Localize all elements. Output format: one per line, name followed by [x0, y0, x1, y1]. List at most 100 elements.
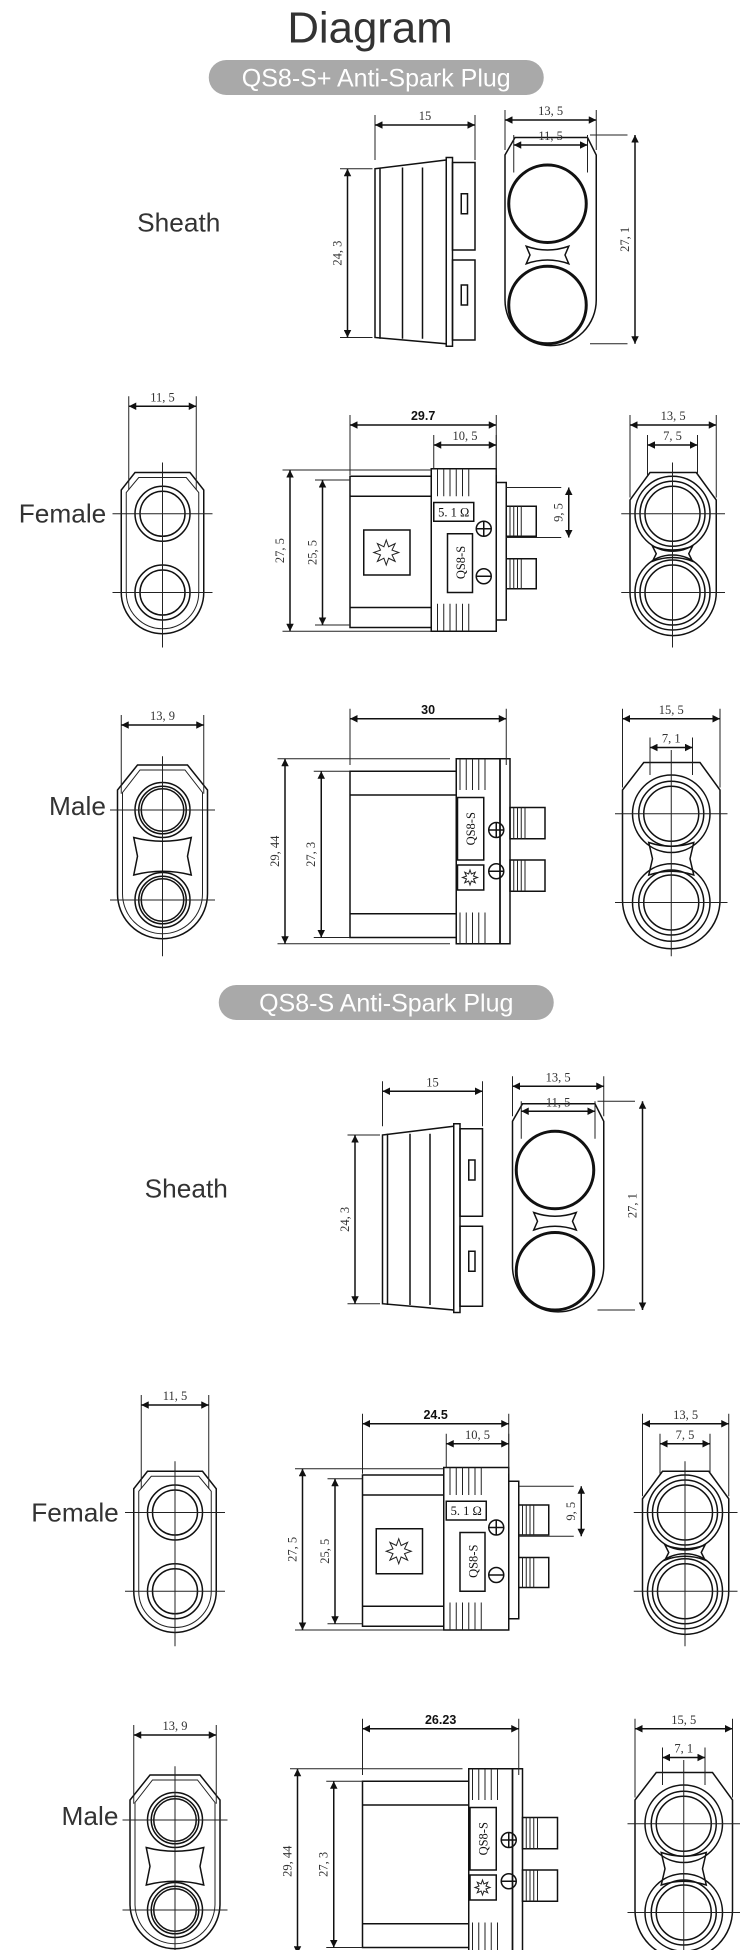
dimension-value: 13, 9 — [163, 1719, 188, 1733]
rear-outline — [621, 761, 721, 950]
dimension-value: 26.23 — [425, 1713, 456, 1727]
dim-side-length: 30 — [349, 703, 507, 765]
connector-pin — [509, 806, 546, 840]
negative-terminal-icon — [475, 568, 492, 585]
front-outline — [129, 1774, 221, 1950]
model-tag — [459, 1531, 486, 1592]
dim-sheath-inner-width: 11, 5 — [513, 129, 588, 173]
male-front-view — [122, 1766, 228, 1950]
connector-pin — [521, 1869, 559, 1902]
rear-plate — [499, 758, 511, 945]
dim-rear-inner-width: 7, 5 — [647, 429, 698, 475]
male-front-view — [110, 756, 215, 957]
separator-notch — [524, 244, 571, 266]
model-tag — [469, 1806, 497, 1871]
section-title: QS8-S Anti-Spark Plug — [259, 989, 513, 1017]
sheath-flange — [453, 1123, 461, 1314]
sheath-block — [451, 161, 476, 251]
dimension-value: 7, 1 — [674, 1742, 693, 1756]
spark-logo-icon — [460, 868, 480, 887]
sheath-block — [459, 1128, 484, 1217]
dimension-value: 10, 5 — [453, 429, 478, 443]
positive-terminal-icon — [488, 1519, 505, 1536]
dim-sheath-outer-width: 13, 5 — [512, 1070, 605, 1117]
connector-pin — [521, 1816, 559, 1850]
dimension-value: 7, 5 — [676, 1428, 695, 1442]
dimension-value: 13, 5 — [673, 1408, 698, 1422]
housing-body — [349, 475, 432, 629]
model-label: QS8-S — [464, 812, 478, 845]
connector-pin — [505, 505, 537, 537]
socket-hole — [507, 264, 588, 346]
housing-body — [361, 1474, 445, 1627]
dimension-value: 15, 5 — [659, 703, 684, 717]
sheath-block — [451, 259, 476, 341]
dim-sheath-height-front: 27, 1 — [597, 1100, 647, 1311]
dim-block-length: 10, 5 — [445, 1428, 510, 1468]
rear-plate — [511, 1768, 524, 1950]
sheath-label: Sheath — [137, 207, 220, 237]
sheath-side-view — [374, 156, 476, 347]
separator-notch — [650, 544, 695, 563]
sheath-body — [381, 1125, 455, 1311]
front-inner-outline — [138, 1475, 212, 1628]
connector-pin — [518, 1504, 550, 1536]
dimension-value: 13, 5 — [538, 104, 563, 118]
dimension-value: 15, 5 — [671, 1713, 696, 1727]
dim-sheath-height: 24, 3 — [338, 1134, 380, 1305]
model-label: QS8-S — [477, 1822, 491, 1855]
dim-outer-height: 27, 5 — [273, 469, 432, 632]
dim-front-width: 13, 9 — [120, 709, 205, 794]
connector-pin — [509, 859, 546, 892]
dimension-value: 24, 3 — [330, 241, 344, 266]
pin-body — [509, 806, 546, 840]
negative-terminal-icon — [488, 1566, 505, 1584]
logo-box — [469, 1874, 497, 1901]
female-label: Female — [31, 1497, 119, 1527]
dim-sheath-width: 15 — [382, 1075, 483, 1127]
dim-rear-outer-width: 15, 5 — [634, 1713, 733, 1798]
separator-notch — [660, 1851, 708, 1887]
dimension-value: 13, 5 — [546, 1070, 571, 1084]
pill-background — [208, 60, 544, 95]
dimension-value: 27, 5 — [273, 538, 287, 563]
dimension-value: 27, 5 — [285, 1537, 299, 1562]
separator-notch — [532, 1211, 578, 1232]
resistor-tag — [433, 501, 475, 522]
dimension-value: 13, 9 — [150, 709, 175, 723]
separator-notch — [663, 1543, 707, 1562]
sheath-flange — [445, 156, 454, 347]
dimension-value: 25, 5 — [318, 1539, 332, 1564]
latch-slot — [468, 1159, 476, 1181]
front-outline — [120, 471, 205, 635]
female-label: Female — [19, 499, 107, 529]
sheath-front-view — [504, 136, 597, 347]
rear-plate — [508, 1480, 520, 1620]
front-outline — [116, 764, 209, 940]
pill-background — [218, 985, 554, 1020]
sheath-side-view — [381, 1123, 484, 1314]
dimension-value: 24, 3 — [338, 1207, 352, 1232]
dim-rear-inner-width: 7, 5 — [659, 1428, 711, 1474]
separator-notch — [145, 1846, 205, 1887]
dim-pin-spacing: 9, 5 — [518, 1485, 585, 1537]
dimension-value: 11, 5 — [163, 1389, 188, 1403]
spark-logo-icon — [473, 1878, 492, 1897]
front-outline — [133, 1470, 217, 1634]
dimension-value: 15 — [426, 1075, 439, 1089]
sheath-block — [459, 1225, 484, 1307]
housing-body — [349, 770, 457, 939]
dimension-value: 30 — [421, 703, 435, 717]
pin-body — [509, 859, 546, 892]
positive-terminal-icon — [475, 520, 492, 537]
pin-body — [521, 1869, 559, 1902]
negative-terminal-icon — [500, 1873, 517, 1890]
rear-block — [468, 1768, 514, 1950]
dimension-value: 24.5 — [423, 1408, 447, 1422]
dim-inner-height: 27, 3 — [317, 1780, 363, 1948]
dim-sheath-width: 15 — [374, 109, 476, 160]
